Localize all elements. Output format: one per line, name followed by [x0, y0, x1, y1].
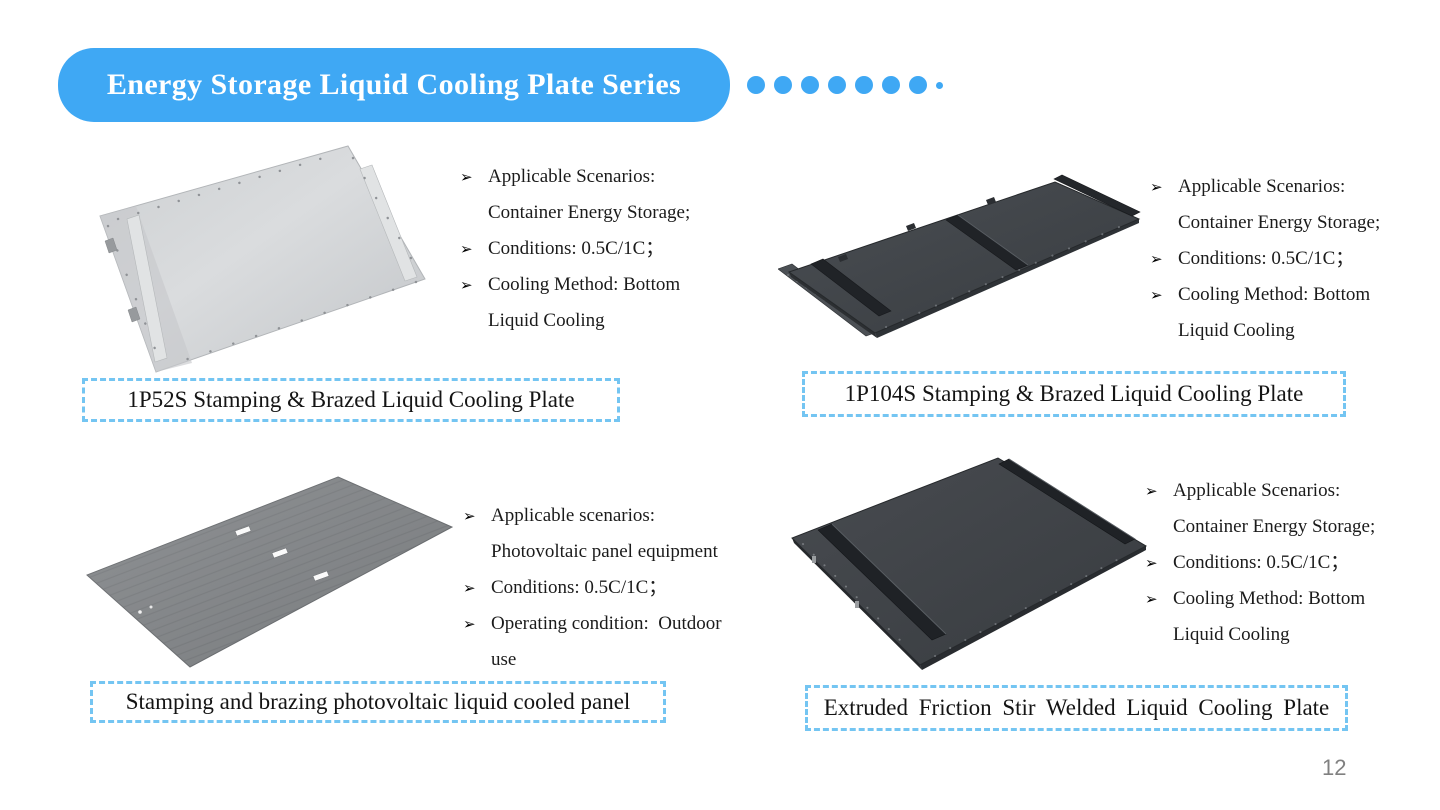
- arrow-bullet-icon: ➢: [460, 240, 473, 258]
- product-image-photovoltaic-panel: [86, 476, 454, 668]
- caption-box-extruded: Extruded Friction Stir Welded Liquid Coo…: [805, 685, 1348, 731]
- spec-text: Applicable Scenarios: Container Energy S…: [1178, 176, 1381, 233]
- spec-text: Applicable Scenarios: Container Energy S…: [1173, 480, 1376, 537]
- caption-box-photovoltaic: Stamping and brazing photovoltaic liquid…: [90, 681, 666, 723]
- caption-text: 1P104S Stamping & Brazed Liquid Cooling …: [844, 381, 1304, 406]
- spec-text: Conditions: 0.5C/1C；: [1178, 248, 1355, 269]
- title-banner: Energy Storage Liquid Cooling Plate Seri…: [58, 48, 730, 122]
- spec-list-1p104s: ➢ Applicable Scenarios: Container Energy…: [1150, 169, 1440, 349]
- dots-row: [747, 48, 943, 122]
- slide-title: Energy Storage Liquid Cooling Plate Seri…: [106, 68, 682, 101]
- dot-icon: [882, 76, 900, 94]
- spec-item: ➢ Cooling Method: Bottom Liquid Cooling: [1145, 581, 1440, 653]
- arrow-bullet-icon: ➢: [1150, 250, 1163, 268]
- spec-item: ➢ Applicable Scenarios: Container Energy…: [1145, 473, 1440, 545]
- spec-item: ➢ Operating condition: Outdoor use: [463, 606, 763, 678]
- dot-icon: [828, 76, 846, 94]
- arrow-bullet-icon: ➢: [1145, 554, 1158, 572]
- caption-box-1p52s: 1P52S Stamping & Brazed Liquid Cooling P…: [82, 378, 620, 422]
- dot-icon: [747, 76, 765, 94]
- arrow-bullet-icon: ➢: [463, 507, 476, 525]
- caption-box-1p104s: 1P104S Stamping & Brazed Liquid Cooling …: [802, 371, 1346, 417]
- spec-text: Cooling Method: Bottom Liquid Cooling: [1173, 588, 1366, 645]
- spec-item: ➢ Cooling Method: Bottom Liquid Cooling: [1150, 277, 1440, 349]
- spec-text: Cooling Method: Bottom Liquid Cooling: [488, 274, 681, 331]
- spec-text: Applicable Scenarios: Container Energy S…: [488, 166, 691, 223]
- spec-list-photovoltaic: ➢ Applicable scenarios: Photovoltaic pan…: [463, 498, 763, 678]
- spec-text: Conditions: 0.5C/1C；: [1173, 552, 1350, 573]
- arrow-bullet-icon: ➢: [460, 276, 473, 294]
- product-image-extruded-fsw-plate: [791, 457, 1148, 670]
- caption-text: Extruded Friction Stir Welded Liquid Coo…: [823, 695, 1330, 720]
- spec-text: Operating condition: Outdoor use: [491, 613, 722, 670]
- spec-text: Applicable scenarios: Photovoltaic panel…: [491, 505, 718, 562]
- arrow-bullet-icon: ➢: [460, 168, 473, 186]
- arrow-bullet-icon: ➢: [1145, 590, 1158, 608]
- product-image-1p52s-plate: [99, 145, 426, 373]
- spec-text: Cooling Method: Bottom Liquid Cooling: [1178, 284, 1371, 341]
- arrow-bullet-icon: ➢: [1150, 286, 1163, 304]
- page-number: 12: [1322, 755, 1347, 780]
- dot-icon: [909, 76, 927, 94]
- spec-list-extruded: ➢ Applicable Scenarios: Container Energy…: [1145, 473, 1440, 653]
- product-image-1p104s-plate: [778, 174, 1141, 338]
- caption-text: Stamping and brazing photovoltaic liquid…: [125, 689, 631, 714]
- dot-icon: [774, 76, 792, 94]
- spec-item: ➢ Conditions: 0.5C/1C；: [463, 570, 763, 606]
- spec-item: ➢ Applicable scenarios: Photovoltaic pan…: [463, 498, 763, 570]
- dot-icon: [801, 76, 819, 94]
- spec-item: ➢ Applicable Scenarios: Container Energy…: [1150, 169, 1440, 241]
- arrow-bullet-icon: ➢: [1145, 482, 1158, 500]
- spec-text: Conditions: 0.5C/1C；: [488, 238, 665, 259]
- dot-icon: [855, 76, 873, 94]
- caption-text: 1P52S Stamping & Brazed Liquid Cooling P…: [127, 387, 575, 412]
- spec-item: ➢ Conditions: 0.5C/1C；: [460, 231, 756, 267]
- arrow-bullet-icon: ➢: [463, 579, 476, 597]
- arrow-bullet-icon: ➢: [1150, 178, 1163, 196]
- spec-item: ➢ Applicable Scenarios: Container Energy…: [460, 159, 756, 231]
- arrow-bullet-icon: ➢: [463, 615, 476, 633]
- spec-list-1p52s: ➢ Applicable Scenarios: Container Energy…: [460, 159, 756, 339]
- spec-item: ➢ Conditions: 0.5C/1C；: [1150, 241, 1440, 277]
- small-dot-icon: [936, 81, 943, 89]
- spec-item: ➢ Conditions: 0.5C/1C；: [1145, 545, 1440, 581]
- spec-text: Conditions: 0.5C/1C；: [491, 577, 668, 598]
- spec-item: ➢ Cooling Method: Bottom Liquid Cooling: [460, 267, 756, 339]
